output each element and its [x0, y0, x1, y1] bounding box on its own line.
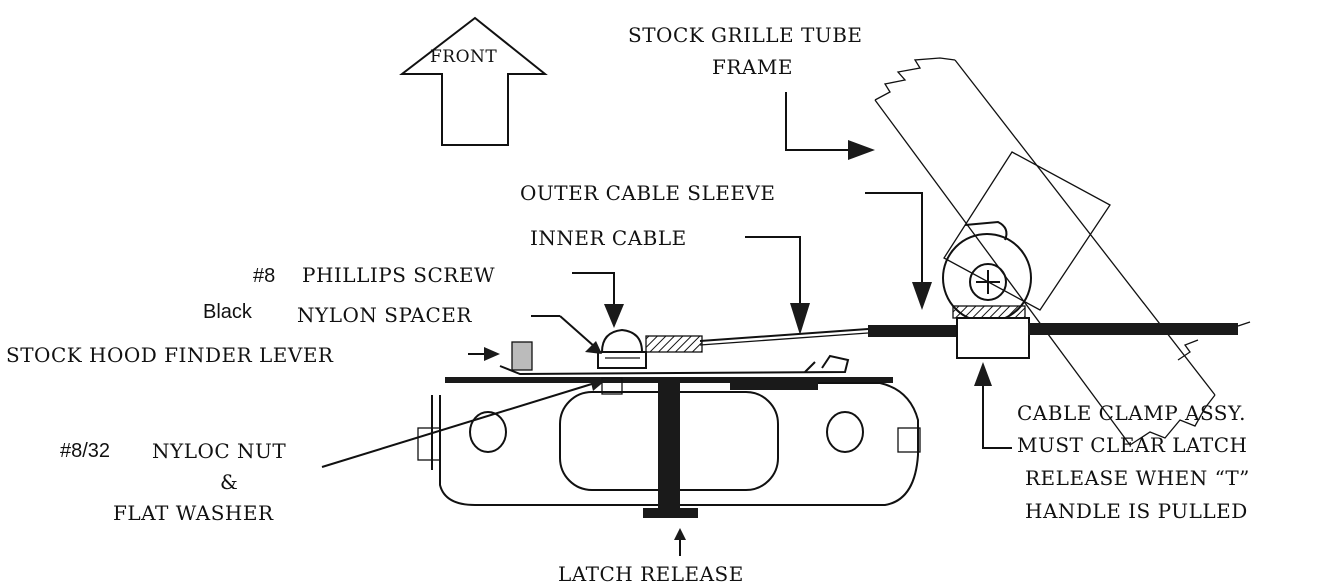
cable-end-crimp: [645, 335, 703, 353]
outer-cable-sleeve: [868, 321, 1251, 337]
label-clamp-line1: CABLE CLAMP ASSY.: [1017, 401, 1246, 425]
label-clamp-line3: RELEASE WHEN “T”: [1025, 466, 1250, 490]
latch-release-body: [417, 377, 921, 518]
label-nut-size: #8/32: [60, 440, 110, 462]
cable-clamp-assy: [942, 220, 1032, 359]
label-grille-line2: FRAME: [712, 55, 793, 79]
label-clamp-line2: MUST CLEAR LATCH: [1017, 433, 1248, 457]
label-ampersand: &: [220, 470, 238, 494]
grille-tube-frame: [874, 57, 1216, 446]
inner-cable: [699, 328, 869, 346]
label-clamp-line4: HANDLE IS PULLED: [1025, 499, 1248, 523]
label-nyloc-nut: NYLOC NUT: [152, 439, 286, 463]
label-spacer-color: Black: [203, 301, 253, 323]
label-phillips-screw: PHILLIPS SCREW: [302, 263, 495, 287]
label-flat-washer: FLAT WASHER: [113, 501, 274, 525]
hood-finder-lever: [499, 341, 850, 376]
label-grille-line1: STOCK GRILLE TUBE: [628, 23, 863, 47]
leader-lines: [321, 92, 1012, 556]
label-nylon-spacer: NYLON SPACER: [297, 303, 472, 327]
phillips-screw-and-spacer: [597, 328, 647, 369]
label-screw-size: #8: [253, 265, 275, 287]
front-label: FRONT: [430, 47, 497, 67]
label-stock-hood-finder-lever: STOCK HOOD FINDER LEVER: [6, 343, 334, 367]
label-inner-cable: INNER CABLE: [530, 226, 687, 250]
label-outer-cable-sleeve: OUTER CABLE SLEEVE: [520, 181, 776, 205]
front-arrow-icon: [399, 16, 548, 146]
label-latch-release: LATCH RELEASE: [558, 562, 744, 586]
